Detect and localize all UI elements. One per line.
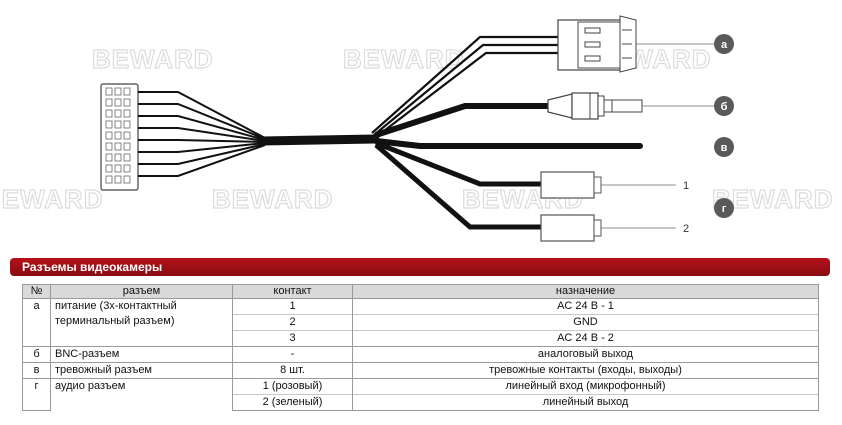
alarm-terminal-block bbox=[100, 83, 139, 191]
cell-connector: BNC-разъем bbox=[50, 346, 233, 363]
cell-contact: - bbox=[232, 346, 353, 363]
table-row: 2 GND bbox=[22, 314, 819, 331]
cell-purpose: линейный выход bbox=[352, 394, 819, 411]
alarm-cable bbox=[373, 138, 643, 149]
badge-b: б bbox=[714, 96, 734, 116]
cell-contact: 1 bbox=[232, 298, 353, 315]
cell-contact: 8 шт. bbox=[232, 362, 353, 379]
watermark-text: BEWARD bbox=[92, 44, 214, 74]
table-header-row: № разъем контакт назначение bbox=[22, 284, 819, 299]
cell-connector: тревожный разъем bbox=[50, 362, 233, 379]
table-row: б BNC-разъем - аналоговый выход bbox=[22, 346, 819, 363]
watermark-text: BEWARD bbox=[212, 184, 334, 214]
bnc-cable bbox=[375, 103, 552, 138]
header-contact: контакт bbox=[232, 284, 353, 299]
main-cable bbox=[257, 134, 380, 146]
cell-contact: 3 bbox=[232, 330, 353, 347]
cell-no: в bbox=[22, 362, 51, 379]
cell-no: а bbox=[22, 298, 51, 315]
cell-contact: 1 (розовый) bbox=[232, 378, 353, 395]
header-purpose: назначение bbox=[352, 284, 819, 299]
cell-contact: 2 (зеленый) bbox=[232, 394, 353, 411]
cell-no bbox=[22, 330, 51, 347]
watermark-text: BEWARD bbox=[0, 184, 104, 214]
watermark-text: BEWARD bbox=[343, 44, 465, 74]
badge-v: в bbox=[714, 137, 734, 157]
cell-no: г bbox=[22, 378, 51, 395]
cell-purpose: линейный вход (микрофонный) bbox=[352, 378, 819, 395]
header-no: № bbox=[22, 284, 51, 299]
leader-lines bbox=[601, 43, 716, 229]
table-row: г аудио разъем 1 (розовый) линейный вход… bbox=[22, 378, 819, 411]
table-row: 2 (зеленый) линейный выход bbox=[22, 394, 819, 411]
cell-no: б bbox=[22, 346, 51, 363]
power-wires bbox=[371, 35, 560, 138]
cell-contact: 2 bbox=[232, 314, 353, 331]
badge-a-label: а bbox=[721, 39, 728, 51]
bnc-connector bbox=[547, 92, 643, 120]
cell-purpose: GND bbox=[352, 314, 819, 331]
badge-b-label: б bbox=[721, 101, 728, 113]
cell-purpose: аналоговый выход bbox=[352, 346, 819, 363]
header-connector: разъем bbox=[50, 284, 233, 299]
table-row: а питание (3х-контактный терминальный ра… bbox=[22, 298, 819, 347]
watermarks: BEWARD BEWARD BEWARD BEWARD BEWARD BEWAR… bbox=[0, 43, 833, 214]
cell-connector: аудио разъем bbox=[50, 378, 233, 411]
section-title: Разъемы видеокамеры bbox=[22, 260, 163, 274]
connectors-table: № разъем контакт назначение а питание (3… bbox=[22, 284, 819, 411]
cell-purpose: AC 24 В - 1 bbox=[352, 298, 819, 315]
badge-g-label: г bbox=[722, 203, 727, 215]
table-row: 3 AC 24 В - 2 bbox=[22, 330, 819, 347]
cable-diagram: BEWARD BEWARD BEWARD BEWARD BEWARD BEWAR… bbox=[0, 15, 833, 242]
cell-no bbox=[22, 314, 51, 331]
power-terminal-connector bbox=[557, 15, 637, 73]
badge-g: г bbox=[714, 198, 734, 218]
cell-purpose: AC 24 В - 2 bbox=[352, 330, 819, 347]
cell-purpose: тревожные контакты (входы, выходы) bbox=[352, 362, 819, 379]
audio-connector-2 bbox=[540, 214, 602, 242]
cell-connector: питание (3х-контактный терминальный разъ… bbox=[50, 298, 233, 347]
alarm-wires bbox=[138, 91, 266, 177]
audio-cables bbox=[374, 140, 542, 230]
badge-a: а bbox=[714, 34, 734, 54]
cell-no bbox=[22, 394, 51, 411]
audio-number-2: 2 bbox=[683, 223, 689, 235]
section-title-bar: Разъемы видеокамеры bbox=[10, 258, 830, 276]
table-row: в тревожный разъем 8 шт. тревожные конта… bbox=[22, 362, 819, 379]
audio-number-1: 1 bbox=[683, 180, 689, 192]
audio-connector-1 bbox=[540, 171, 602, 199]
badge-v-label: в bbox=[721, 142, 728, 154]
